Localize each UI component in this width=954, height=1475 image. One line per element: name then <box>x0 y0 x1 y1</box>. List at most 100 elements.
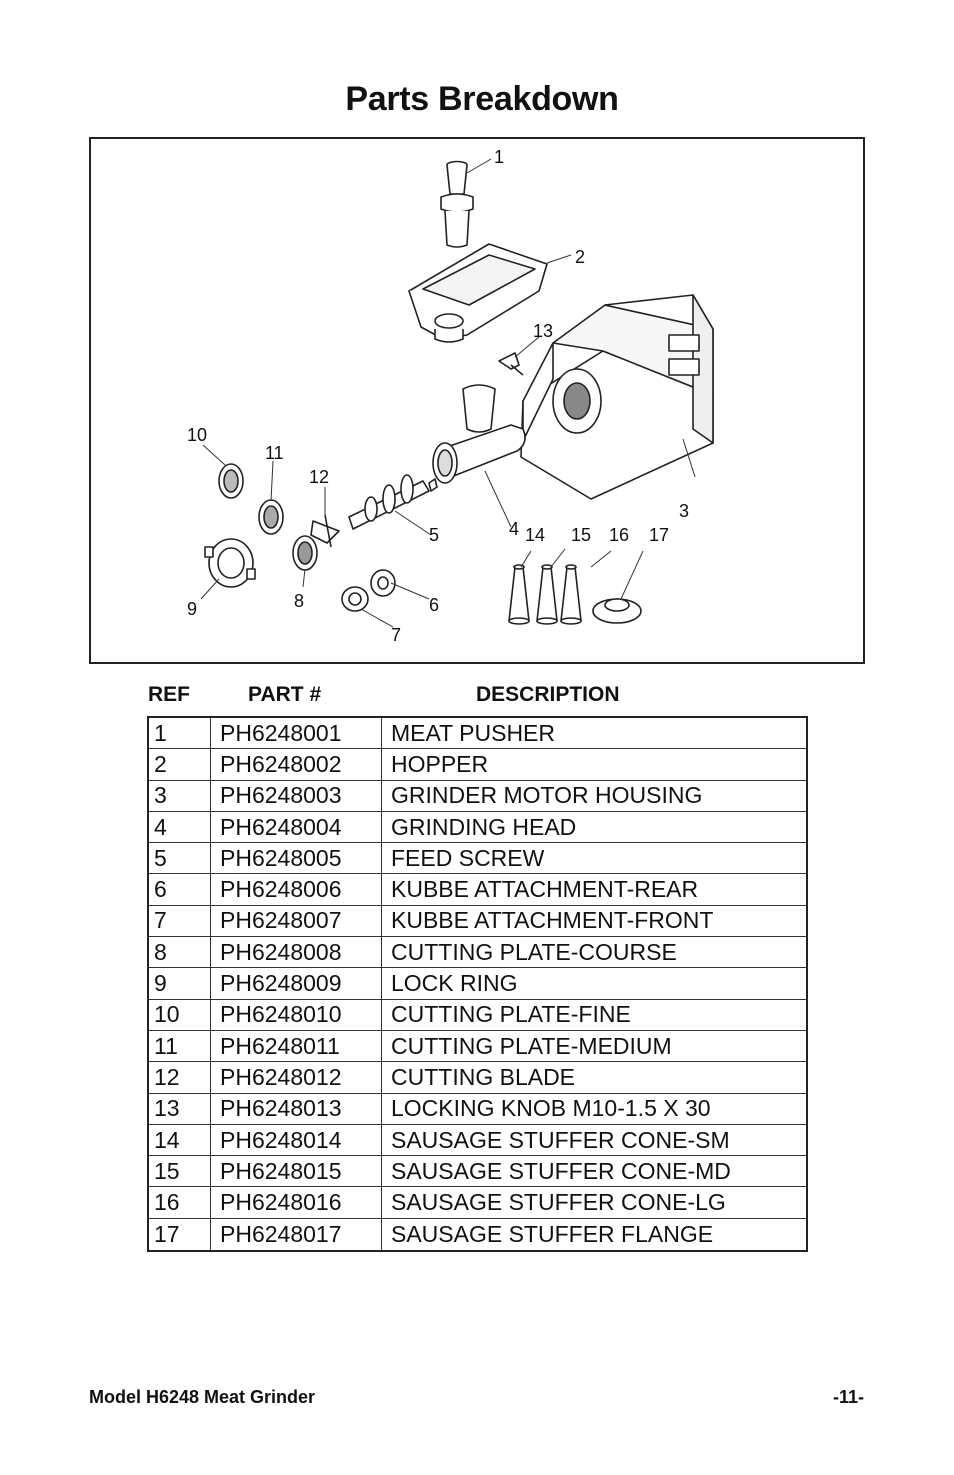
footer-model: Model H6248 Meat Grinder <box>89 1387 316 1407</box>
ref-cell: 7 <box>149 905 211 937</box>
footer-page-number: -11- <box>832 1387 864 1407</box>
grinding-head-drawing <box>432 384 526 484</box>
part-number-cell: PH6248016 <box>211 1187 382 1218</box>
part-number-cell: PH6248012 <box>211 1062 382 1093</box>
callout-labels: 1 2 3 4 5 6 7 8 9 10 11 12 13 14 15 16 1… <box>187 147 689 645</box>
ref-cell: 1 <box>149 718 211 749</box>
fine-plate-drawing <box>218 463 244 499</box>
callout-10: 10 <box>187 425 207 445</box>
description-cell: KUBBE ATTACHMENT-REAR <box>391 876 699 903</box>
part-number-cell: PH6248004 <box>211 811 382 843</box>
callout-12: 12 <box>309 467 329 487</box>
part-number-cell: PH6248007 <box>211 905 382 937</box>
column-header-ref: REF <box>148 683 190 706</box>
exploded-view-drawing: 1 2 3 4 5 6 7 8 9 10 11 12 13 14 15 16 1… <box>187 147 714 645</box>
part-number-cell: PH6248013 <box>211 1093 382 1124</box>
part-number-cell: PH6248006 <box>211 874 382 905</box>
part-number-cell: PH6248009 <box>211 968 382 999</box>
part-number-cell: PH6248003 <box>211 780 382 811</box>
ref-cell: 15 <box>149 1156 211 1187</box>
ref-cell: 11 <box>149 1030 211 1062</box>
description-cell: SAUSAGE STUFFER CONE-MD <box>391 1157 731 1184</box>
description-cell: CUTTING PLATE-FINE <box>391 1001 631 1028</box>
callout-2: 2 <box>575 247 585 267</box>
ref-cell: 5 <box>149 843 211 874</box>
callout-13: 13 <box>533 321 553 341</box>
part-number-cell: PH6248001 <box>211 718 382 749</box>
description-cell: LOCKING KNOB M10-1.5 X 30 <box>391 1095 711 1122</box>
column-header-description: DESCRIPTION <box>476 683 620 706</box>
callout-8: 8 <box>294 591 304 611</box>
callout-5: 5 <box>429 525 439 545</box>
ref-cell: 3 <box>149 780 211 811</box>
description-cell: CUTTING BLADE <box>391 1063 576 1090</box>
lock-ring-drawing <box>204 538 256 588</box>
part-number-cell: PH6248010 <box>211 999 382 1030</box>
callout-11: 11 <box>265 443 284 463</box>
description-cell: CUTTING PLATE-COURSE <box>391 938 677 965</box>
ref-cell: 2 <box>149 749 211 780</box>
coarse-plate-drawing <box>292 535 318 571</box>
callout-16: 16 <box>609 525 629 545</box>
description-cell: KUBBE ATTACHMENT-FRONT <box>391 907 714 934</box>
callout-7: 7 <box>391 625 401 645</box>
ref-cell: 14 <box>149 1124 211 1156</box>
ref-cell: 13 <box>149 1093 211 1124</box>
part-number-cell: PH6248015 <box>211 1156 382 1187</box>
description-cell: LOCK RING <box>391 970 518 997</box>
description-cell: SAUSAGE STUFFER FLANGE <box>391 1220 714 1247</box>
ref-cell: 8 <box>149 937 211 968</box>
callout-1: 1 <box>494 147 504 167</box>
description-cell: SAUSAGE STUFFER CONE-SM <box>391 1126 730 1153</box>
feed-screw-drawing <box>348 474 438 530</box>
part-number-cell: PH6248014 <box>211 1124 382 1156</box>
callout-3: 3 <box>679 501 689 521</box>
motor-housing-drawing <box>520 294 714 500</box>
description-cell: FEED SCREW <box>391 844 545 871</box>
description-cell: HOPPER <box>391 750 489 777</box>
hopper-drawing <box>408 243 548 343</box>
ref-cell: 16 <box>149 1187 211 1218</box>
description-cell: GRINDING HEAD <box>391 813 577 840</box>
ref-cell: 4 <box>149 811 211 843</box>
sausage-cones-drawing <box>508 564 582 625</box>
flange-drawing <box>592 598 642 624</box>
callout-6: 6 <box>429 595 439 615</box>
callout-9: 9 <box>187 599 197 619</box>
parts-diagram: 1 2 3 4 5 6 7 8 9 10 11 12 13 14 15 16 1… <box>89 137 865 664</box>
ref-cell: 10 <box>149 999 211 1030</box>
column-header-part: PART # <box>248 683 322 706</box>
cutting-blade-drawing <box>310 514 340 548</box>
part-number-cell: PH6248002 <box>211 749 382 780</box>
meat-pusher-drawing <box>440 160 474 248</box>
part-number-cell: PH6248011 <box>211 1030 382 1062</box>
kubbe-attachment-drawing <box>341 569 396 612</box>
page-title: Parts Breakdown <box>345 80 619 118</box>
callout-17: 17 <box>649 525 669 545</box>
description-cell: CUTTING PLATE-MEDIUM <box>391 1032 672 1059</box>
part-number-cell: PH6248008 <box>211 937 382 968</box>
callout-15: 15 <box>571 525 591 545</box>
ref-cell: 17 <box>149 1218 211 1251</box>
ref-cell: 12 <box>149 1062 211 1093</box>
description-cell: SAUSAGE STUFFER CONE-LG <box>391 1189 726 1216</box>
description-cell: GRINDER MOTOR HOUSING <box>391 782 703 809</box>
ref-cell: 9 <box>149 968 211 999</box>
part-number-cell: PH6248005 <box>211 843 382 874</box>
part-number-cell: PH6248017 <box>211 1218 382 1251</box>
